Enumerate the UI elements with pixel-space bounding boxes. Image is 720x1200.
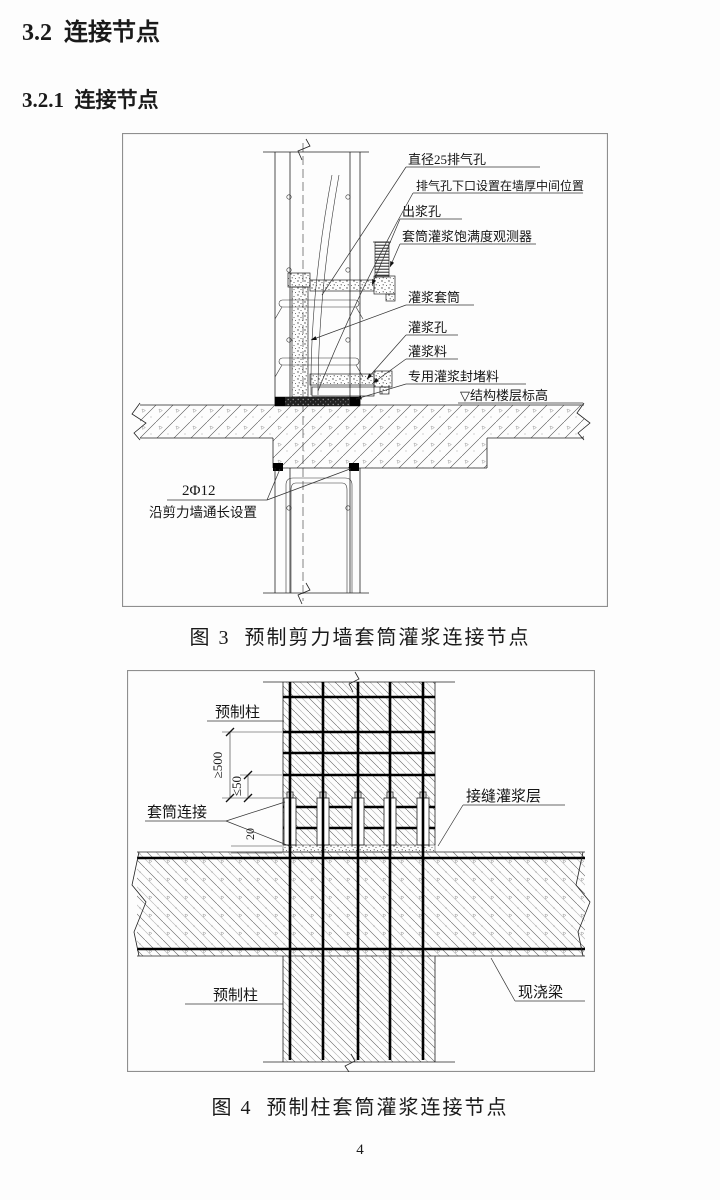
precast-wall (263, 138, 369, 605)
sealing-joint (274, 396, 361, 407)
label-grout-inlet: 灌浆孔 (408, 320, 447, 335)
label-sealing-material: 专用灌浆封堵料 (408, 369, 499, 384)
figure4-diagram: ≥500 ≤50 20 预制柱 套筒连接 接缝灌浆层 预制柱 现浇梁 (127, 670, 595, 1072)
label-precast-column-bottom: 预制柱 (213, 987, 258, 1004)
figure3-border (122, 133, 608, 607)
leader-lines (167, 166, 583, 501)
fullness-monitor-device (374, 241, 390, 278)
label-grout-material: 灌浆料 (408, 344, 447, 359)
sleeve-cap (287, 272, 311, 288)
label-cast-in-place-beam: 现浇梁 (518, 984, 563, 1001)
column-longitudinal-bars (288, 682, 425, 1060)
label-rebar-spec: 2Φ12 (182, 483, 215, 499)
label-fullness-monitor: 套筒灌浆饱满度观测器 (402, 229, 532, 244)
dim-stirrup-offset: ≤50 (229, 776, 244, 796)
break-symbol-left (131, 402, 147, 441)
break-symbol-top (348, 671, 360, 693)
grout-sleeve-assembly (287, 241, 396, 398)
bar-markers (286, 194, 351, 511)
stirrup (278, 299, 360, 308)
figure3-shear-wall-detail: 直径25排气孔 排气孔下口设置在墙厚中间位置 出浆孔 套筒灌浆饱满度观测器 灌浆… (122, 133, 608, 607)
break-symbol-bottom (344, 1053, 356, 1072)
break-symbol-right (576, 402, 591, 441)
label-sleeve-connection: 套筒连接 (147, 804, 207, 821)
break-symbol-right (575, 851, 591, 957)
break-symbol-bottom (297, 582, 311, 605)
figure3-diagram: 直径25排气孔 排气孔下口设置在墙厚中间位置 出浆孔 套筒灌浆饱满度观测器 灌浆… (122, 133, 608, 607)
grout-sleeve (291, 286, 309, 398)
figure4-caption: 图 4 预制柱套筒灌浆连接节点 (211, 1097, 509, 1119)
page-number: 4 (356, 1142, 364, 1158)
label-vent-hole: 直径25排气孔 (408, 152, 486, 167)
subsection-heading: 3.2.1 连接节点 (22, 88, 159, 112)
figure4-column-detail: ≥500 ≤50 20 预制柱 套筒连接 接缝灌浆层 预制柱 现浇梁 (127, 670, 595, 1072)
break-symbol-top (297, 138, 311, 161)
figure3-caption: 图 3 预制剪力墙套筒灌浆连接节点 (189, 627, 531, 649)
dim-grout-thickness: 20 (243, 828, 257, 840)
inlet-tube (309, 373, 375, 386)
figure4-border (127, 670, 595, 1072)
rebar-section-right (349, 463, 359, 471)
dimension-lines (222, 727, 282, 854)
tube-outline (311, 386, 375, 397)
label-precast-column-top: 预制柱 (215, 704, 260, 721)
label-grout-outlet: 出浆孔 (402, 204, 441, 219)
label-joint-grout-layer: 接缝灌浆层 (466, 787, 541, 805)
break-symbol-left (131, 851, 147, 957)
dim-lap-length: ≥500 (210, 752, 225, 779)
leader-lines (145, 720, 585, 1005)
stirrup (278, 357, 360, 366)
label-rebar-note: 沿剪力墙通长设置 (149, 505, 257, 520)
hairpin-bar (285, 477, 353, 593)
floor-slab (131, 402, 591, 471)
cast-in-place-beam (131, 851, 591, 957)
label-floor-elevation: ▽结构楼层标高 (460, 388, 548, 403)
rebar-section-left (273, 463, 283, 471)
label-vent-hole-note: 排气孔下口设置在墙厚中间位置 (416, 178, 584, 193)
label-grout-sleeve: 灌浆套筒 (408, 290, 460, 305)
section-heading: 3.2 连接节点 (22, 20, 160, 46)
